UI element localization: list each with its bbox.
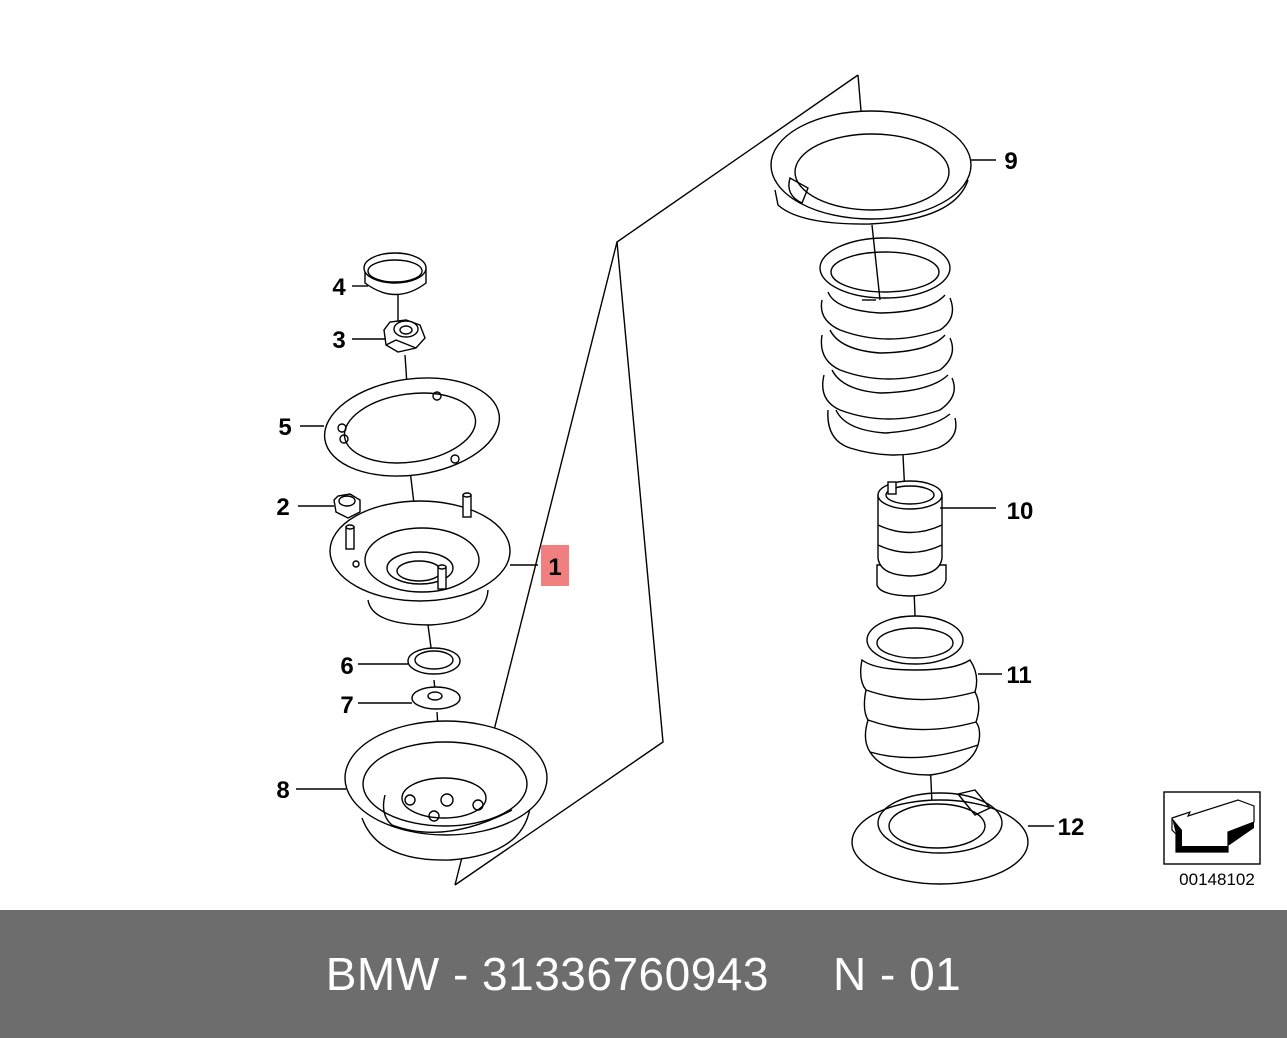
- callout-2-label: 2: [276, 494, 289, 521]
- callout-3-label: 3: [332, 327, 345, 354]
- footer-bar: BMW - 31336760943 N - 01: [0, 910, 1287, 1038]
- part-4-cap: [363, 252, 427, 296]
- callout-9-label: 9: [1004, 148, 1017, 175]
- part-10-bump-stop: [876, 480, 947, 597]
- callout-12-label: 12: [1058, 814, 1085, 841]
- parts-diagram: 1 2 3 4 5 6 7 8 9 10 11 12 00148102: [276, 74, 1261, 889]
- callout-7-label: 7: [340, 692, 353, 719]
- orientation-arrow-box: 00148102: [1163, 791, 1261, 889]
- part-7-washer: [411, 686, 461, 710]
- part-11-dust-boot: [859, 615, 981, 776]
- part-5-gasket: [323, 377, 501, 477]
- callout-10-label: 10: [1007, 498, 1034, 525]
- part-3-nut: [383, 319, 426, 353]
- coil-spring: [819, 237, 957, 456]
- part-1-strut-mount: [329, 492, 511, 626]
- part-9-spring-pad: [770, 110, 972, 225]
- direction-arrow-icon: [1171, 799, 1255, 853]
- footer-part-number: BMW - 31336760943: [325, 948, 769, 1000]
- callout-labels: 1 2 3 4 5 6 7 8 9 10 11 12: [276, 148, 1084, 841]
- part-2-flange-nut: [333, 493, 361, 519]
- callout-1-highlight: [541, 545, 569, 586]
- callout-11-label: 11: [1006, 662, 1031, 689]
- callout-4-label: 4: [332, 274, 346, 301]
- part-8-lower-seat: [344, 720, 548, 861]
- leader-lines: [296, 159, 1054, 827]
- footer-position: N - 01: [832, 948, 962, 1000]
- callout-6-label: 6: [340, 653, 353, 680]
- callout-5-label: 5: [278, 414, 291, 441]
- diagram-number: 00148102: [1179, 870, 1255, 889]
- callout-8-label: 8: [276, 777, 289, 804]
- callout-1-label: 1: [548, 554, 561, 581]
- part-6-ring: [407, 647, 461, 675]
- part-12-lower-spring-pad: [851, 789, 1029, 885]
